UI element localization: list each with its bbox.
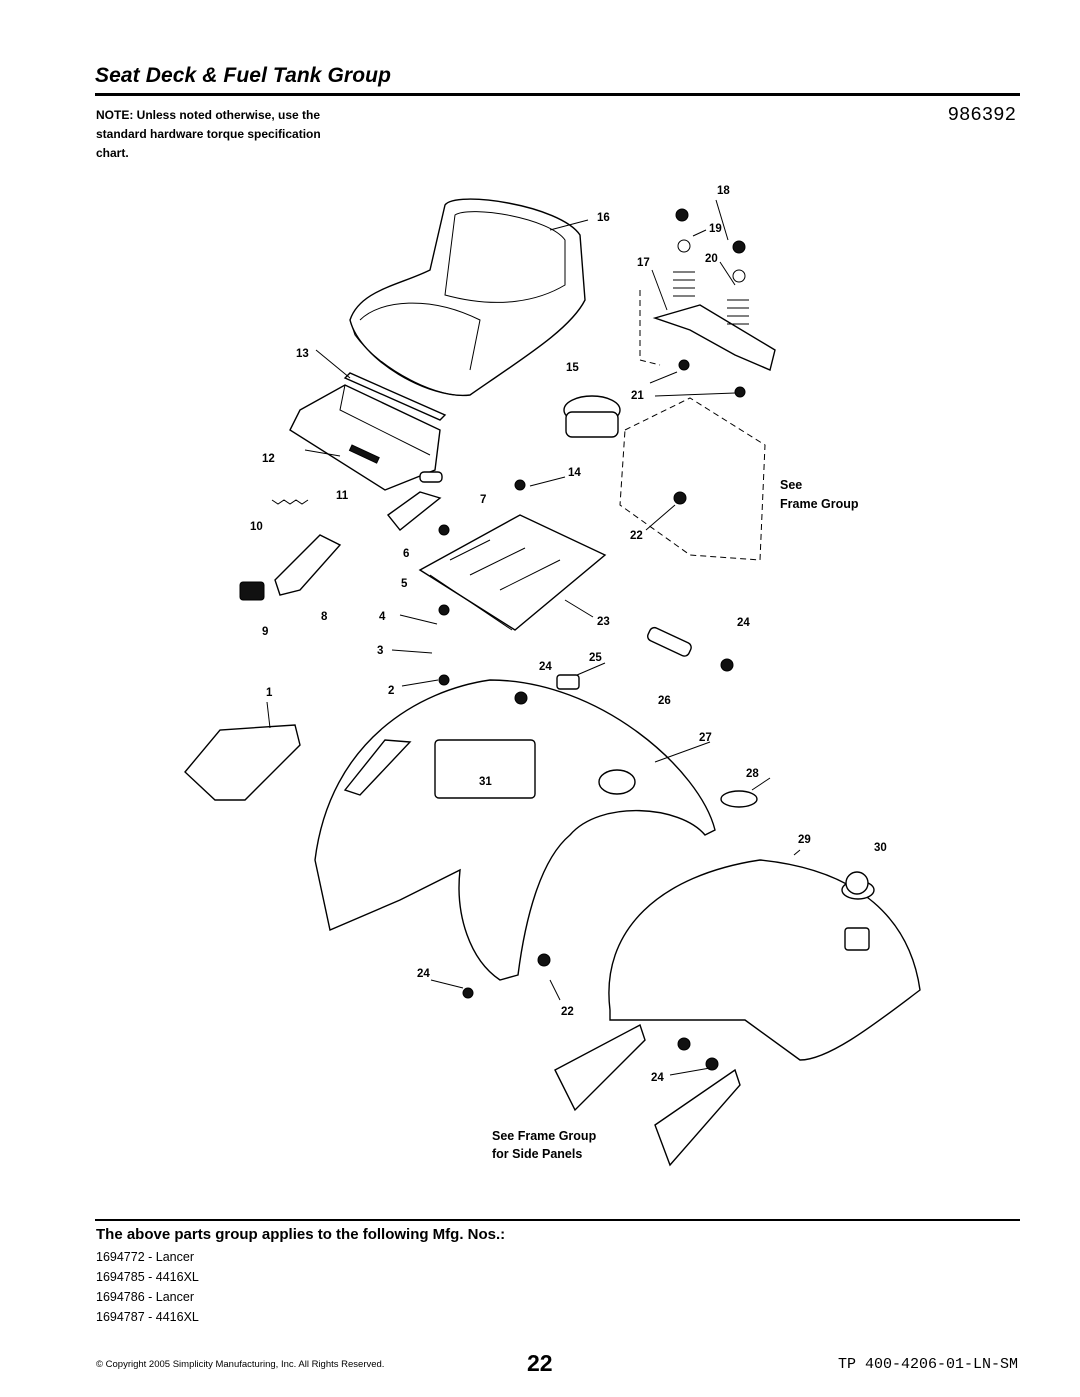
page-title: Seat Deck & Fuel Tank Group — [95, 64, 391, 87]
applies-rule — [95, 1219, 1020, 1221]
callout-12: 12 — [262, 453, 275, 465]
callout-1: 1 — [266, 687, 273, 699]
callout-29: 29 — [798, 834, 811, 846]
torque-note: NOTE: Unless noted otherwise, use the st… — [96, 108, 321, 160]
callout-3: 3 — [377, 645, 383, 657]
mfg-number-list: 1694772 - Lancer 1694785 - 4416XL 169478… — [96, 1247, 199, 1327]
callout-21: 21 — [631, 390, 644, 402]
fender-drawing — [314, 679, 716, 981]
applies-heading: The above parts group applies to the fol… — [96, 1226, 506, 1243]
callout-7: 7 — [480, 494, 486, 506]
callout-13: 13 — [296, 348, 309, 360]
mfg-item: 1694787 - 4416XL — [96, 1310, 199, 1324]
seat-drawing — [349, 198, 586, 397]
callout-10: 10 — [250, 521, 263, 533]
callout-11: 11 — [336, 490, 349, 502]
callout-16: 16 — [597, 212, 610, 224]
callout-22: 22 — [630, 530, 643, 542]
side-panel-right-drawing — [654, 1068, 741, 1167]
callout-24b: 24 — [539, 661, 552, 673]
callout-4: 4 — [379, 611, 386, 623]
callout-24a: 24 — [737, 617, 750, 629]
callout-2: 2 — [388, 685, 394, 697]
callout-23: 23 — [597, 616, 610, 628]
side-panels-note-line1: See Frame Group — [492, 1129, 597, 1143]
callout-14: 14 — [568, 467, 581, 479]
callout-22b: 22 — [561, 1006, 574, 1018]
callout-27: 27 — [699, 732, 712, 744]
copyright-notice: © Copyright 2005 Simplicity Manufacturin… — [96, 1359, 385, 1370]
fuel-tank-drawing — [608, 859, 921, 1061]
mfg-item: 1694786 - Lancer — [96, 1290, 194, 1304]
callout-15: 15 — [566, 362, 579, 374]
title-rule — [95, 93, 1020, 96]
side-panel-left-drawing — [554, 1023, 646, 1112]
page-number: 22 — [527, 1350, 553, 1376]
side-panels-note-line2: for Side Panels — [492, 1147, 582, 1161]
callout-28: 28 — [746, 768, 759, 780]
document-reference: TP 400-4206-01-LN-SM — [837, 1356, 1018, 1373]
frame-group-note-line1: See — [780, 478, 802, 492]
seat-lever-drawing — [239, 471, 443, 601]
callout-5: 5 — [401, 578, 408, 590]
callout-31: 31 — [479, 776, 492, 788]
mfg-item: 1694785 - 4416XL — [96, 1270, 199, 1284]
deck-plate-drawing — [418, 514, 607, 631]
callout-25: 25 — [589, 652, 602, 664]
callout-20: 20 — [705, 253, 718, 265]
callout-17: 17 — [637, 257, 650, 269]
callout-26: 26 — [658, 695, 671, 707]
callout-6: 6 — [403, 548, 409, 560]
callout-9: 9 — [262, 626, 268, 638]
seat-pan-drawing — [289, 372, 447, 491]
frame-group-note-line2: Frame Group — [780, 497, 859, 511]
callout-30: 30 — [874, 842, 887, 854]
callout-19: 19 — [709, 223, 722, 235]
seat-spring-bracket-drawing — [619, 208, 776, 561]
knob-drawing — [184, 724, 301, 801]
callout-24c: 24 — [417, 968, 430, 980]
callout-24d: 24 — [651, 1072, 664, 1084]
mfg-item: 1694772 - Lancer — [96, 1250, 194, 1264]
leader-lines — [266, 199, 801, 1076]
callouts: 1 2 3 4 5 6 7 8 9 10 11 12 13 14 15 16 1… — [250, 185, 887, 1084]
part-number: 986392 — [947, 104, 1016, 126]
callout-8: 8 — [321, 611, 328, 623]
callout-18: 18 — [717, 185, 730, 197]
